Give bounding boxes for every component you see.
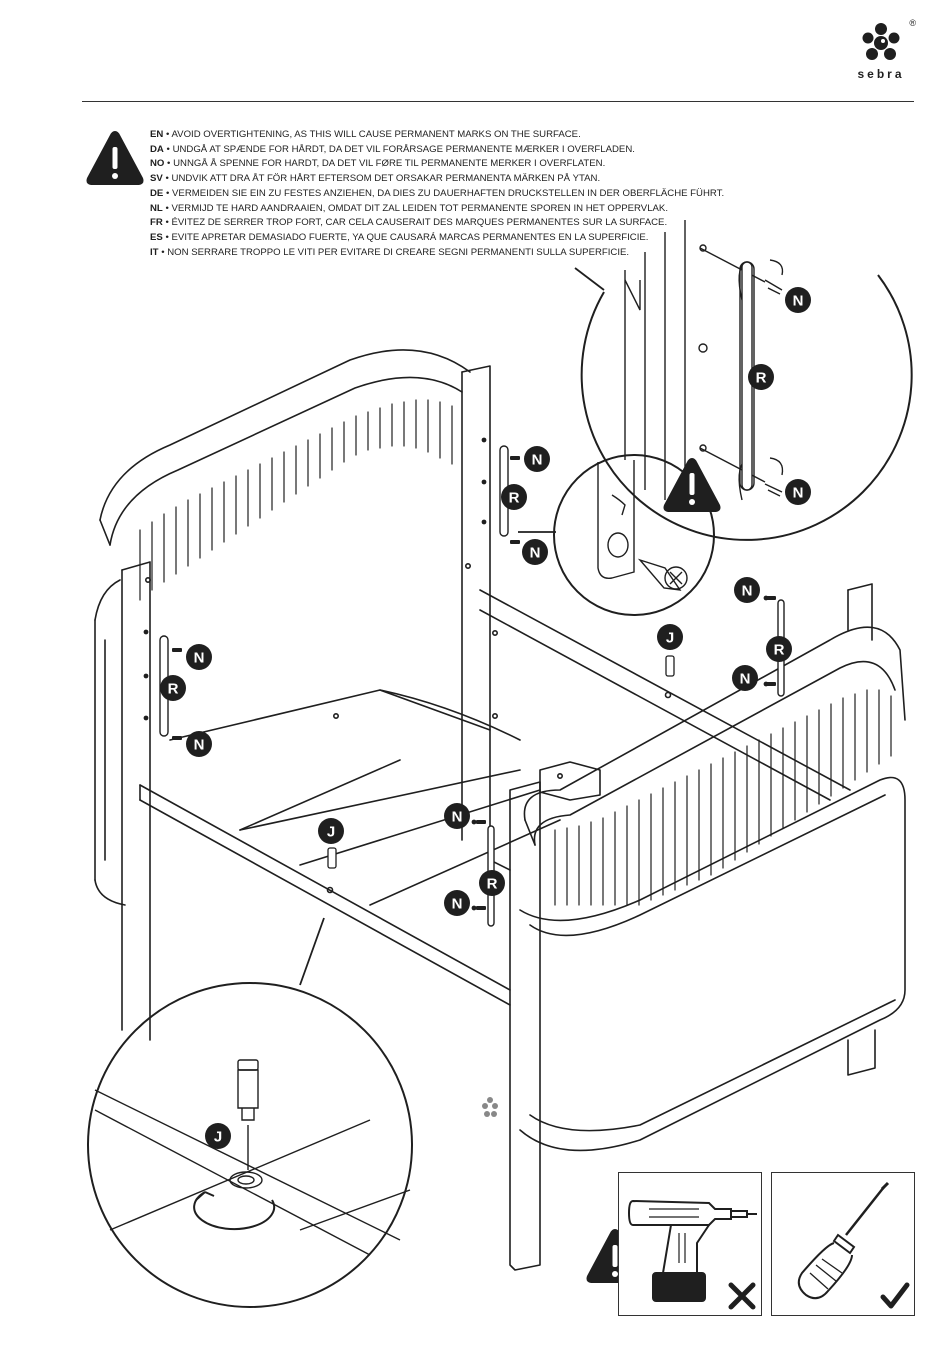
badge-r-4: R: [479, 870, 505, 896]
badge-j-3: J: [205, 1123, 231, 1149]
screwdriver-icon: [797, 1181, 890, 1300]
badge-n-7: N: [444, 803, 470, 829]
warning-triangle-icon: [86, 131, 144, 185]
sebra-logo-icon: [862, 23, 900, 60]
badge-j-2: J: [318, 818, 344, 844]
badge-n-5: N: [734, 577, 760, 603]
svg-text:N: N: [452, 896, 463, 913]
badge-n-6: N: [732, 665, 758, 691]
screwdriver-allowed-box: [771, 1172, 915, 1316]
warning-line-fr: FR • ÉVITEZ DE SERRER TROP FORT, CAR CEL…: [150, 217, 668, 229]
warning-line-da: DA • UNDGÅ AT SPÆNDE FOR HÅRDT, DA DET V…: [150, 143, 635, 155]
warning-line-it: IT • NON SERRARE TROPPO LE VITI PER EVIT…: [150, 246, 630, 258]
brand-name: sebra: [857, 67, 905, 81]
front-end-top-rail: [523, 626, 906, 821]
badge-n-4: N: [186, 731, 212, 757]
svg-text:J: J: [666, 630, 674, 647]
svg-text:R: R: [509, 490, 520, 507]
svg-text:J: J: [327, 824, 335, 841]
warning-line-en: EN • AVOID OVERTIGHTENING, AS THIS WILL …: [150, 129, 581, 140]
badge-r-1: R: [501, 484, 527, 510]
back-right-post: [461, 365, 491, 861]
detail-warning-triangle-icon: [663, 458, 721, 512]
svg-text:N: N: [194, 650, 205, 667]
detail-circle-screw-head: [553, 454, 715, 616]
svg-text:N: N: [793, 485, 804, 502]
warning-line-nl: NL • VERMIJD TE HARD AANDRAAIEN, OMDAT D…: [150, 202, 668, 214]
check-mark-icon: [880, 1282, 910, 1309]
svg-text:R: R: [756, 370, 767, 387]
front-side-panel: [139, 784, 511, 991]
svg-text:N: N: [452, 809, 463, 826]
badge-r-3: R: [766, 636, 792, 662]
drill-not-allowed-box: [618, 1172, 762, 1316]
warning-text-list: EN • AVOID OVERTIGHTENING, AS THIS WILL …: [150, 128, 724, 260]
warning-line-es: ES • EVITE APRETAR DEMASIADO FUERTE, YA …: [150, 231, 649, 243]
svg-text:N: N: [530, 545, 541, 562]
warning-line-no: NO • UNNGÅ Å SPENNE FOR HARDT, DA DET VI…: [150, 158, 606, 170]
warning-line-sv: SV • UNDVIK ATT DRA ÅT FÖR HÅRT EFTERSOM…: [150, 173, 601, 185]
brand-logo: ® sebra: [846, 18, 916, 81]
registered-mark: ®: [909, 18, 916, 28]
badge-n-9: N: [785, 287, 811, 313]
warning-block: [84, 128, 146, 193]
svg-text:N: N: [742, 583, 753, 600]
front-left-post: [509, 781, 541, 1271]
svg-text:J: J: [214, 1129, 222, 1146]
svg-text:N: N: [740, 671, 751, 688]
detail-circle-pin: [87, 982, 413, 1308]
svg-text:N: N: [793, 293, 804, 310]
panel-logo-icon: [482, 1097, 498, 1117]
svg-text:R: R: [774, 642, 785, 659]
badge-r-5: R: [748, 364, 774, 390]
badge-n-1: N: [524, 446, 550, 472]
badge-n-3: N: [186, 644, 212, 670]
cross-mark-icon: [728, 1282, 756, 1310]
svg-text:N: N: [194, 737, 205, 754]
label-badges: N R N N R N N R N N R N J J J N R N: [160, 287, 811, 1149]
power-drill-icon: [627, 1199, 757, 1302]
svg-text:N: N: [532, 452, 543, 469]
svg-text:R: R: [168, 681, 179, 698]
badge-r-2: R: [160, 675, 186, 701]
warning-line-de: DE • VERMEIDEN SIE EIN ZU FESTES ANZIEHE…: [150, 187, 725, 199]
badge-n-10: N: [785, 479, 811, 505]
back-left-post: [121, 561, 151, 1041]
badge-n-8: N: [444, 890, 470, 916]
badge-n-2: N: [522, 539, 548, 565]
badge-j-1: J: [657, 624, 683, 650]
back-end-top-rail: [99, 349, 471, 521]
header-divider: [82, 101, 914, 102]
svg-text:R: R: [487, 876, 498, 893]
detail-circle-rail-screws: [580, 220, 913, 541]
